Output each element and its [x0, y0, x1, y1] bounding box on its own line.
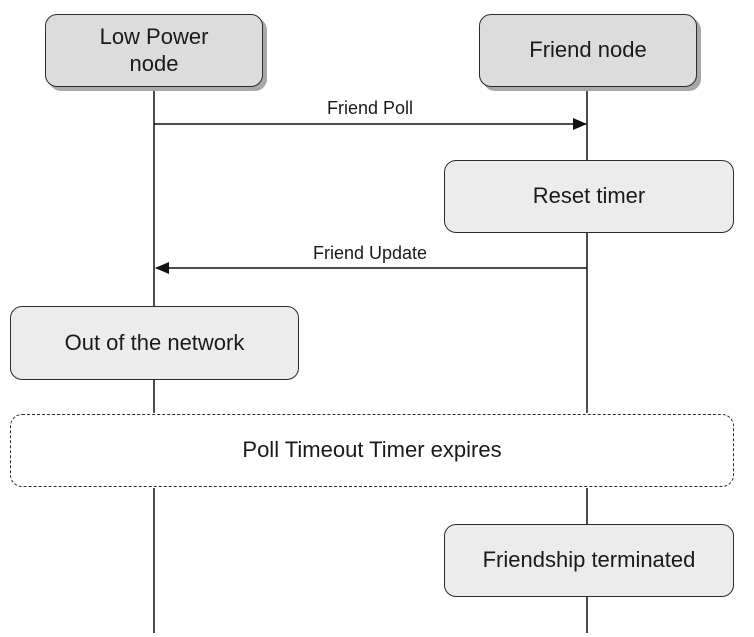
poll-timeout-label: Poll Timeout Timer expires [242, 437, 502, 463]
reset-timer-box: Reset timer [444, 160, 734, 233]
participant-low-power-node: Low Power node [45, 14, 263, 87]
reset-timer-label: Reset timer [532, 183, 646, 209]
friendship-terminated-box: Friendship terminated [444, 524, 734, 597]
poll-timeout-note: Poll Timeout Timer expires [10, 414, 734, 487]
friend-update-label: Friend Update [312, 243, 428, 263]
participant-friend-node: Friend node [479, 14, 697, 87]
participant-low-power-label: Low Power node [99, 24, 209, 76]
out-of-network-box: Out of the network [10, 306, 299, 380]
out-of-network-label: Out of the network [64, 329, 245, 355]
friend-poll-label: Friend Poll [326, 98, 414, 118]
friendship-terminated-label: Friendship terminated [482, 547, 696, 573]
participant-friend-label: Friend node [529, 37, 647, 63]
